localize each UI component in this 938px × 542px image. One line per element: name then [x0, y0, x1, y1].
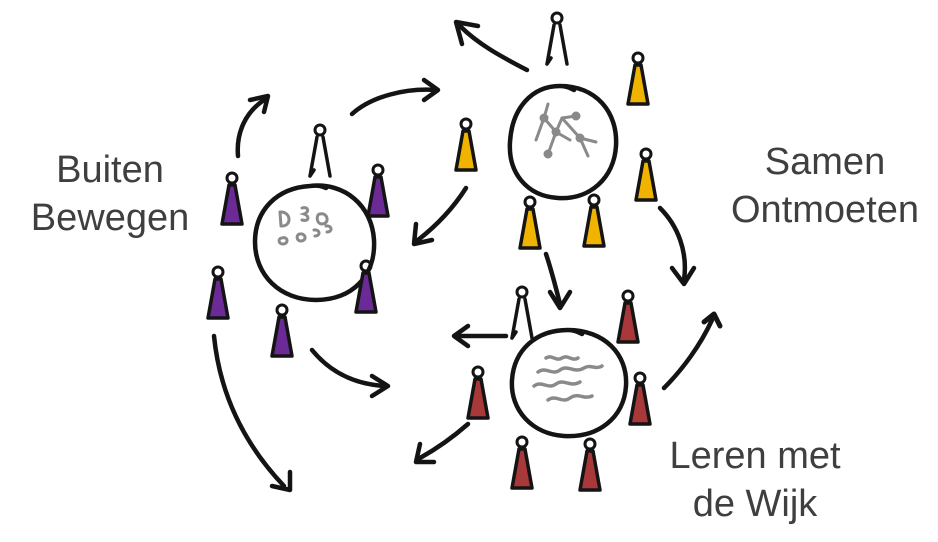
label-line: Bewegen [30, 197, 190, 239]
sketch-network-samen [534, 102, 598, 159]
person-yellow [634, 147, 658, 202]
arrow-samen-to-buiten [411, 185, 469, 247]
person-red [510, 435, 534, 490]
person-red [628, 371, 652, 426]
people-leren-met-de-wijk [466, 285, 652, 492]
person-yellow [582, 193, 606, 248]
person-purple [206, 265, 230, 320]
person-outline [308, 123, 332, 178]
circle-leren-met-de-wijk [509, 327, 629, 439]
person-red [466, 365, 490, 420]
arrow-leren-upright [661, 311, 723, 391]
label-line: Ontmoeten [731, 189, 919, 231]
label-buiten-bewegen: Buiten Bewegen [18, 146, 202, 242]
arrow-buiten-to-leren [309, 347, 391, 399]
label-line: de Wijk [692, 483, 818, 525]
arrow-buiten-to-samen [349, 77, 441, 117]
person-purple [270, 303, 294, 358]
arrow-buiten-down [211, 333, 293, 493]
arrow-leren-downleft [413, 421, 471, 465]
label-leren-met-de-wijk: Leren met de Wijk [650, 432, 860, 528]
sketch-scribble-buiten [277, 206, 333, 246]
person-red [578, 437, 602, 492]
person-purple [354, 259, 378, 314]
person-red [616, 289, 640, 344]
label-samen-ontmoeten: Samen Ontmoeten [714, 138, 936, 234]
sketch-waves-leren [532, 355, 604, 402]
circle-samen-ontmoeten [507, 83, 619, 201]
arrow-leren-left [451, 323, 509, 349]
arrow-samen-to-leren [543, 251, 573, 311]
person-purple [220, 171, 244, 226]
circle-buiten-bewegen [252, 183, 377, 303]
label-line: Leren met [669, 435, 841, 477]
label-line: Buiten [56, 149, 164, 191]
arrow-samen-topleft [453, 19, 530, 73]
person-outline [545, 11, 569, 66]
person-yellow [626, 51, 650, 106]
arrows [211, 19, 723, 493]
person-yellow [454, 117, 478, 172]
person-outline [510, 285, 534, 340]
arrow-samen-right-down [657, 205, 697, 287]
person-purple [366, 163, 390, 218]
person-yellow [518, 195, 542, 250]
label-line: Samen [764, 141, 886, 183]
arrow-buiten-up [235, 93, 271, 159]
